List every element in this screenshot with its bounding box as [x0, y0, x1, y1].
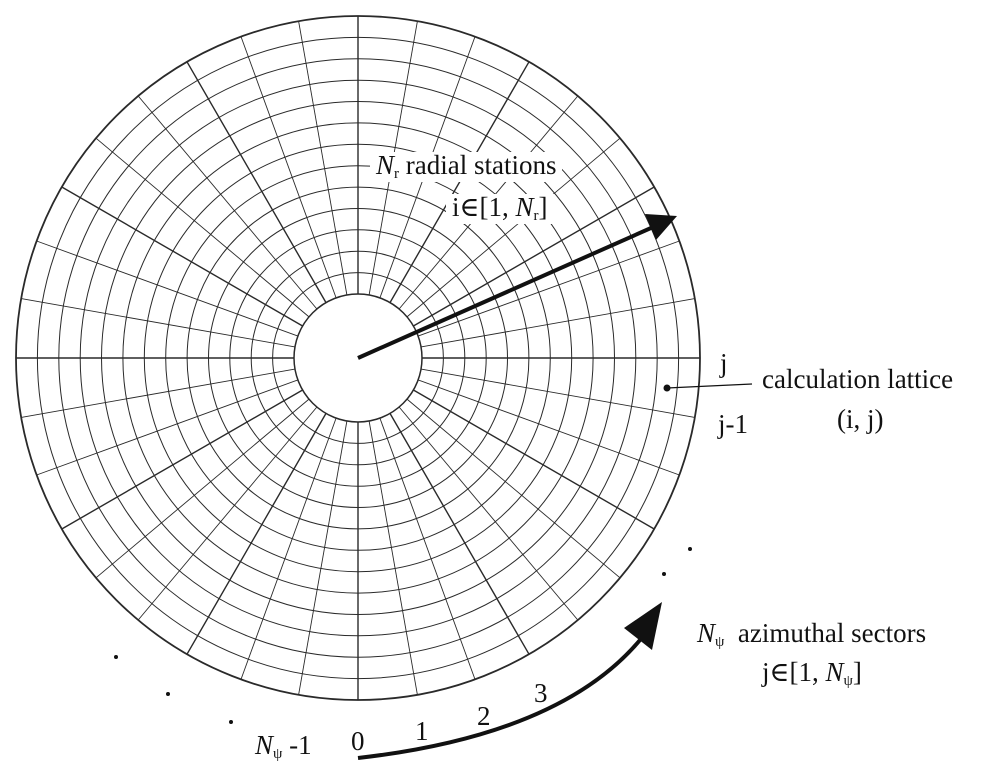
azimuthal-sector-line [406, 137, 621, 318]
azimuthal-sector-line [406, 398, 621, 579]
azimuthal-sector-line [21, 298, 296, 348]
azimuthal-sectors-text: azimuthal sectors [737, 618, 927, 648]
azimuthal-sector-line [398, 406, 579, 621]
last-sector-symbol: N [255, 730, 274, 760]
azimuthal-sector-line [186, 413, 327, 655]
sector-boundary-j: j [720, 348, 728, 378]
npsi-symbol: N [697, 618, 716, 648]
last-sector-subscript: ψ [273, 746, 283, 762]
azimuthal-sector-line [413, 186, 655, 327]
azimuthal-range-label: j∈[1, Nψ] [762, 659, 862, 689]
azimuthal-sector-line [368, 420, 418, 695]
azimuthal-sector-line [240, 36, 337, 299]
azimuthal-arrowhead [624, 602, 662, 650]
azimuthal-arrow [357, 638, 642, 760]
azimuthal-sector-line [61, 389, 303, 530]
radial-range-label: i∈[1, Nr] [446, 194, 554, 224]
sector-index-last: Nψ -1 [255, 732, 312, 762]
azimuthal-sector-line [186, 61, 327, 303]
sector-index-1: 1 [415, 716, 429, 746]
lattice-index-label: (i, j) [837, 404, 884, 434]
azimuthal-sector-line [413, 389, 655, 530]
azimuthal-sector-line [420, 298, 695, 348]
azimuthal-sector-line [417, 240, 680, 337]
azimuthal-sector-line [240, 417, 337, 680]
azimuthal-sector-line [21, 368, 296, 418]
azimuthal-sector-line [137, 95, 318, 310]
azimuthal-sector-line [36, 240, 299, 337]
azimuthal-sector-lines [16, 16, 700, 700]
azimuthal-sector-line [420, 368, 695, 418]
sector-index-2: 2 [477, 701, 491, 731]
ellipsis-dot [662, 572, 666, 576]
azimuthal-sector-line [389, 413, 530, 655]
nr-symbol: N [376, 150, 395, 180]
npsi-subscript: ψ [715, 634, 725, 650]
radial-range-subscript: r [533, 208, 539, 224]
lattice-label: calculation lattice [762, 364, 954, 394]
radial-range-symbol: N [515, 192, 534, 222]
azimuthal-sector-line [137, 406, 318, 621]
radial-arrow [357, 222, 661, 360]
last-sector-suffix: -1 [282, 730, 312, 760]
azimuthal-sector-line [61, 186, 303, 327]
sector-index-0: 0 [351, 726, 365, 756]
azimuthal-range-suffix: ] [852, 657, 862, 687]
nr-subscript: r [394, 166, 400, 182]
radial-stations-label: Nr radial stations [370, 150, 563, 182]
ellipsis-dot [229, 720, 233, 724]
ellipsis-dot [166, 692, 170, 696]
azimuthal-sector-line [379, 417, 476, 680]
radial-range-prefix: i∈[1, [452, 192, 516, 222]
continuation-dots [114, 547, 692, 724]
azimuthal-range-symbol: N [825, 657, 844, 687]
lattice-leader-line [666, 383, 753, 389]
ellipsis-dot [688, 547, 692, 551]
azimuthal-sector-line [389, 61, 530, 303]
azimuthal-sector-line [298, 420, 348, 695]
azimuthal-sector-line [298, 21, 348, 296]
disk-outer-edge [15, 15, 701, 701]
azimuthal-sector-line [95, 137, 310, 318]
radial-stations-text: radial stations [405, 150, 557, 180]
azimuthal-sector-line [417, 379, 680, 476]
lattice-point-marker [663, 384, 671, 392]
azimuthal-range-subscript: ψ [843, 673, 853, 689]
azimuthal-sectors-label: Nψ azimuthal sectors [697, 620, 926, 650]
azimuthal-range-prefix: j∈[1, [762, 657, 826, 687]
sector-index-3: 3 [534, 678, 548, 708]
sector-boundary-j-minus-1: j-1 [718, 409, 748, 439]
radial-arrowhead [645, 214, 677, 240]
ellipsis-dot [114, 655, 118, 659]
azimuthal-sector-line [95, 398, 310, 579]
radial-range-suffix: ] [538, 192, 548, 222]
azimuthal-sector-line [36, 379, 299, 476]
